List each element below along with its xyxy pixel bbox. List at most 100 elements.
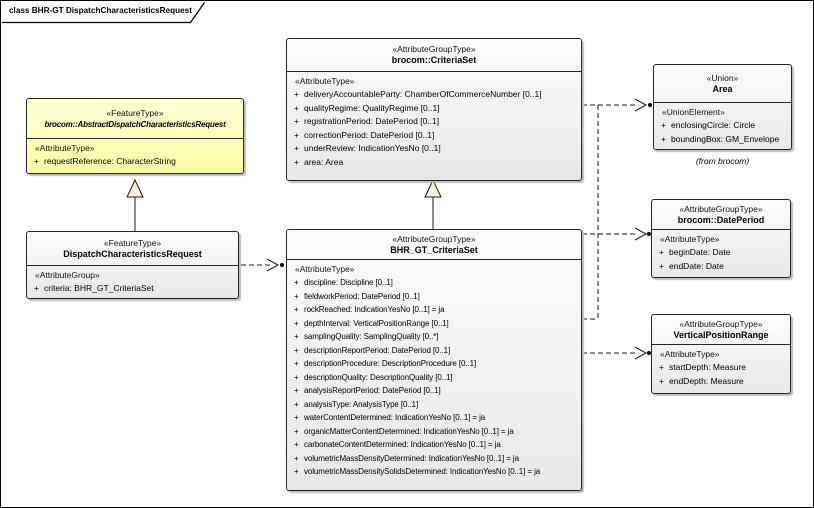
attribute-row[interactable]: +deliveryAccountableParty: ChamberOfComm… [287,88,581,102]
attribute-row[interactable]: + descriptionReportPeriod: DatePeriod [0.… [287,344,581,358]
attribute-row[interactable]: +carbonateContentDetermined: IndicationY… [287,438,581,452]
attribute-row[interactable]: +discipline: Discipline [0..1] [287,276,581,290]
visibility-plus-sign: + [659,375,664,386]
visibility-plus-sign: + [294,413,299,422]
class-name: Area [712,83,733,94]
attribute-row[interactable]: +startDepth: Measure [652,361,790,375]
visibility-plus-sign: + [294,426,299,436]
class-box-abstract-dispatch-characteristics-request[interactable]: «FeatureType» brocom::AbstractDispatchCh… [26,98,244,174]
dependency-to-dateperiod[interactable] [582,227,651,241]
visibility-plus-sign: + [294,102,299,113]
visibility-plus-sign: + [294,399,299,409]
class-stereotype: «AttributeGroupType» [392,44,476,54]
class-box-bhr-gt-criteriaset[interactable]: «AttributeGroupType» BHR_GT_CriteriaSet … [286,229,582,491]
attribute-text: descriptionProcedure: DescriptionProcedu… [304,359,477,368]
attribute-row[interactable]: +endDate: Date [652,260,790,274]
generalization-bhrcriteriaset-to-criteriaset[interactable] [424,178,442,229]
class-box-verticalpositionrange[interactable]: «AttributeGroupType» VerticalPositionRan… [651,314,791,394]
attribute-list: +requestReference: CharacterString [27,155,243,169]
class-body: «AttributeGroup» +criteria: BHR_GT_Crite… [27,266,238,296]
area-package-note: (from brocom) [695,156,750,166]
attribute-row[interactable]: + endDepth: Measure [652,375,790,389]
attribute-text: endDepth: Measure [669,375,744,386]
class-box-dispatch-characteristics-request[interactable]: «FeatureType» DispatchCharacteristicsReq… [26,231,239,299]
attribute-row[interactable]: + correctionPeriod: DatePeriod [0..1] [287,129,581,143]
attribute-row[interactable]: +area: Area [287,156,581,170]
section-label: «AttributeType» [295,76,355,86]
class-name: DispatchCharacteristicsRequest [63,248,202,259]
section-label: «AttributeType» [660,234,720,244]
attribute-text: beginDate: Date [669,247,731,257]
attribute-row[interactable]: +descriptionProcedure: DescriptionProced… [287,357,581,371]
visibility-plus-sign: + [294,453,299,463]
open-arrowhead-icon [634,98,648,112]
dependency-criteriaset-to-area[interactable] [582,98,652,112]
open-arrowhead-icon [634,346,648,360]
class-box-brocom-criteriaset[interactable]: «AttributeGroupType» brocom::CriteriaSet… [286,38,582,181]
class-body: «AttributeType» +deliveryAccountablePart… [287,72,581,169]
attribute-row[interactable]: +volumetricMassDensityDetermined: Indica… [287,452,581,466]
class-box-area-union[interactable]: «Union» Area «UnionElement» +enclosingCi… [653,64,792,150]
attribute-row[interactable]: + analysisReportPeriod: DatePeriod [0..1] [287,384,581,398]
section-label: «AttributeType» [660,349,720,359]
class-header: «AttributeGroupType» brocom::DatePeriod [652,200,790,230]
attribute-text: analysisReportPeriod: DatePeriod [0..1] [304,386,441,395]
attribute-row[interactable]: +depthInterval: VerticalPositionRange [0… [287,317,581,331]
visibility-plus-sign: + [34,283,39,293]
attribute-text: qualityRegime: QualityRegime [0..1] [304,102,440,113]
attribute-row[interactable]: +enclosingCircle: Circle [654,119,791,133]
visibility-plus-sign: + [659,247,664,257]
class-header: «Union» Area [654,65,791,103]
attribute-row[interactable]: +samplingQuality: SamplingQuality [0..*] [287,330,581,344]
visibility-plus-sign: + [659,260,664,271]
dependency-dispatch-to-bhrcriteriaset[interactable] [241,258,284,272]
attribute-text: descriptionReportPeriod: DatePeriod [0..… [304,345,451,355]
attribute-row[interactable]: +registrationPeriod: DatePeriod [0..1] [287,115,581,129]
class-body: «AttributeType» + beginDate: Date +endDate… [652,230,790,273]
class-body: «AttributeType» +requestReference: Chara… [27,139,243,169]
visibility-plus-sign: + [294,345,299,355]
attribute-row[interactable]: +volumetricMassDensitySolidsDetermined: … [287,465,581,479]
attribute-text: waterContentDetermined: IndicationYesNo … [304,413,486,422]
attribute-row[interactable]: + qualityRegime: QualityRegime [0..1] [287,102,581,116]
visibility-plus-sign: + [661,120,666,130]
attribute-row[interactable]: +fieldworkPeriod: DatePeriod [0..1] [287,290,581,304]
visibility-plus-sign: + [294,143,299,153]
generalization-triangle-icon [126,178,144,198]
attribute-row[interactable]: +descriptionQuality: DescriptionQuality … [287,371,581,385]
attribute-row[interactable]: +criteria: BHR_GT_CriteriaSet [27,282,238,296]
class-box-brocom-dateperiod[interactable]: «AttributeGroupType» brocom::DatePeriod … [651,199,791,278]
attribute-text: startDepth: Measure [669,362,747,372]
connector-endpoint-dot [648,103,652,107]
visibility-plus-sign: + [294,305,299,314]
attribute-text: area: Area [304,156,344,167]
attribute-row[interactable]: +requestReference: CharacterString [27,155,243,169]
attribute-list: +discipline: Discipline [0..1]+fieldwork… [287,276,581,479]
attribute-row[interactable]: +organicMatterContentDetermined: Indicat… [287,425,581,439]
attribute-row[interactable]: + waterContentDetermined: IndicationYesNo… [287,411,581,425]
dependency-bhrcriteriaset-branch[interactable] [582,105,599,320]
attribute-text: samplingQuality: SamplingQuality [0..*] [304,332,439,341]
class-header: «AttributeGroupType» brocom::CriteriaSet [287,39,581,72]
class-stereotype: «Union» [706,72,739,83]
class-stereotype: «AttributeGroupType» [392,233,476,244]
attribute-row[interactable]: + beginDate: Date [652,246,790,260]
visibility-plus-sign: + [294,386,299,395]
class-stereotype: «FeatureType» [106,107,164,118]
attribute-text: requestReference: CharacterString [44,156,176,166]
visibility-plus-sign: + [294,116,299,126]
visibility-plus-sign: + [294,467,299,476]
section-label: «AttributeType» [295,264,355,274]
attribute-row[interactable]: +underReview: IndicationYesNo [0..1] [287,142,581,156]
visibility-plus-sign: + [294,440,299,449]
open-arrowhead-icon [634,227,648,241]
class-body: «AttributeType» +discipline: Discipline … [287,260,581,479]
generalization-dispatch-to-abstract[interactable] [126,178,144,231]
attribute-list: +criteria: BHR_GT_CriteriaSet [27,282,238,296]
visibility-plus-sign: + [294,129,299,140]
attribute-text: correctionPeriod: DatePeriod [0..1] [304,129,435,140]
dependency-to-verticalpositionrange[interactable] [582,346,651,360]
attribute-row[interactable]: +analysisType: AnalysisType [0..1] [287,398,581,412]
attribute-row[interactable]: +boundingBox: GM_Envelope [654,133,791,147]
attribute-row[interactable]: +rockReached: IndicationYesNo [0..1] = j… [287,303,581,317]
